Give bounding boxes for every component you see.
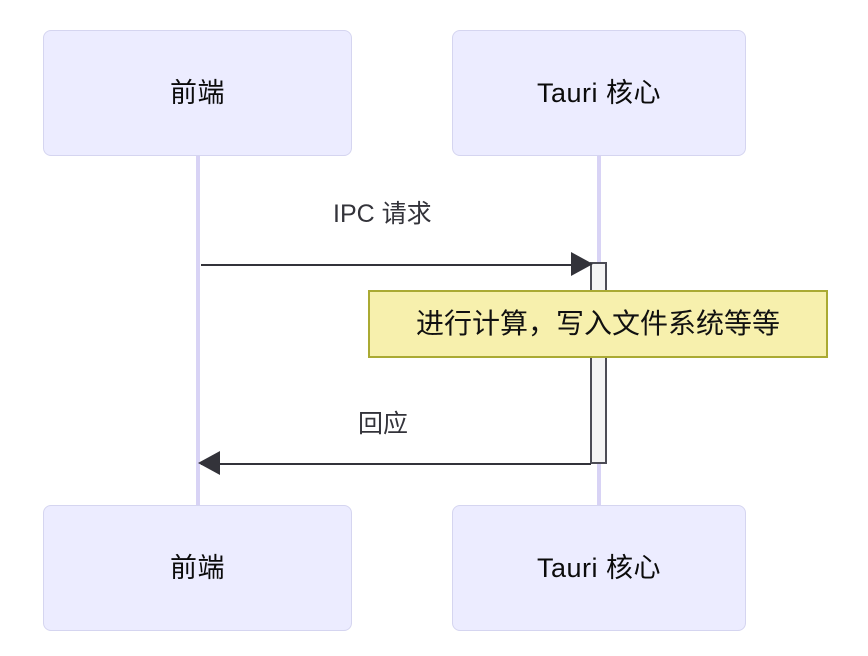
message-line-response bbox=[201, 463, 591, 465]
participant-box-frontend-top[interactable]: 前端 bbox=[43, 30, 352, 156]
message-line-ipc-request bbox=[201, 264, 589, 266]
participant-box-tauri-core-bottom[interactable]: Tauri 核心 bbox=[452, 505, 746, 631]
message-label-response: 回应 bbox=[358, 410, 409, 438]
arrow-head-right-icon bbox=[571, 252, 593, 276]
participant-label-tauri-core-bottom: Tauri 核心 bbox=[536, 552, 662, 583]
lifeline-frontend bbox=[196, 156, 200, 505]
participant-label-frontend-top: 前端 bbox=[170, 77, 225, 108]
participant-box-frontend-bottom[interactable]: 前端 bbox=[43, 505, 352, 631]
note-over-tauri-core: 进行计算，写入文件系统等等 bbox=[368, 290, 828, 358]
note-text: 进行计算，写入文件系统等等 bbox=[415, 308, 780, 339]
participant-label-frontend-bottom: 前端 bbox=[170, 552, 225, 583]
participant-box-tauri-core-top[interactable]: Tauri 核心 bbox=[452, 30, 746, 156]
arrow-head-left-icon bbox=[198, 451, 220, 475]
participant-label-tauri-core-top: Tauri 核心 bbox=[536, 77, 662, 108]
message-label-ipc-request: IPC 请求 bbox=[333, 200, 432, 228]
